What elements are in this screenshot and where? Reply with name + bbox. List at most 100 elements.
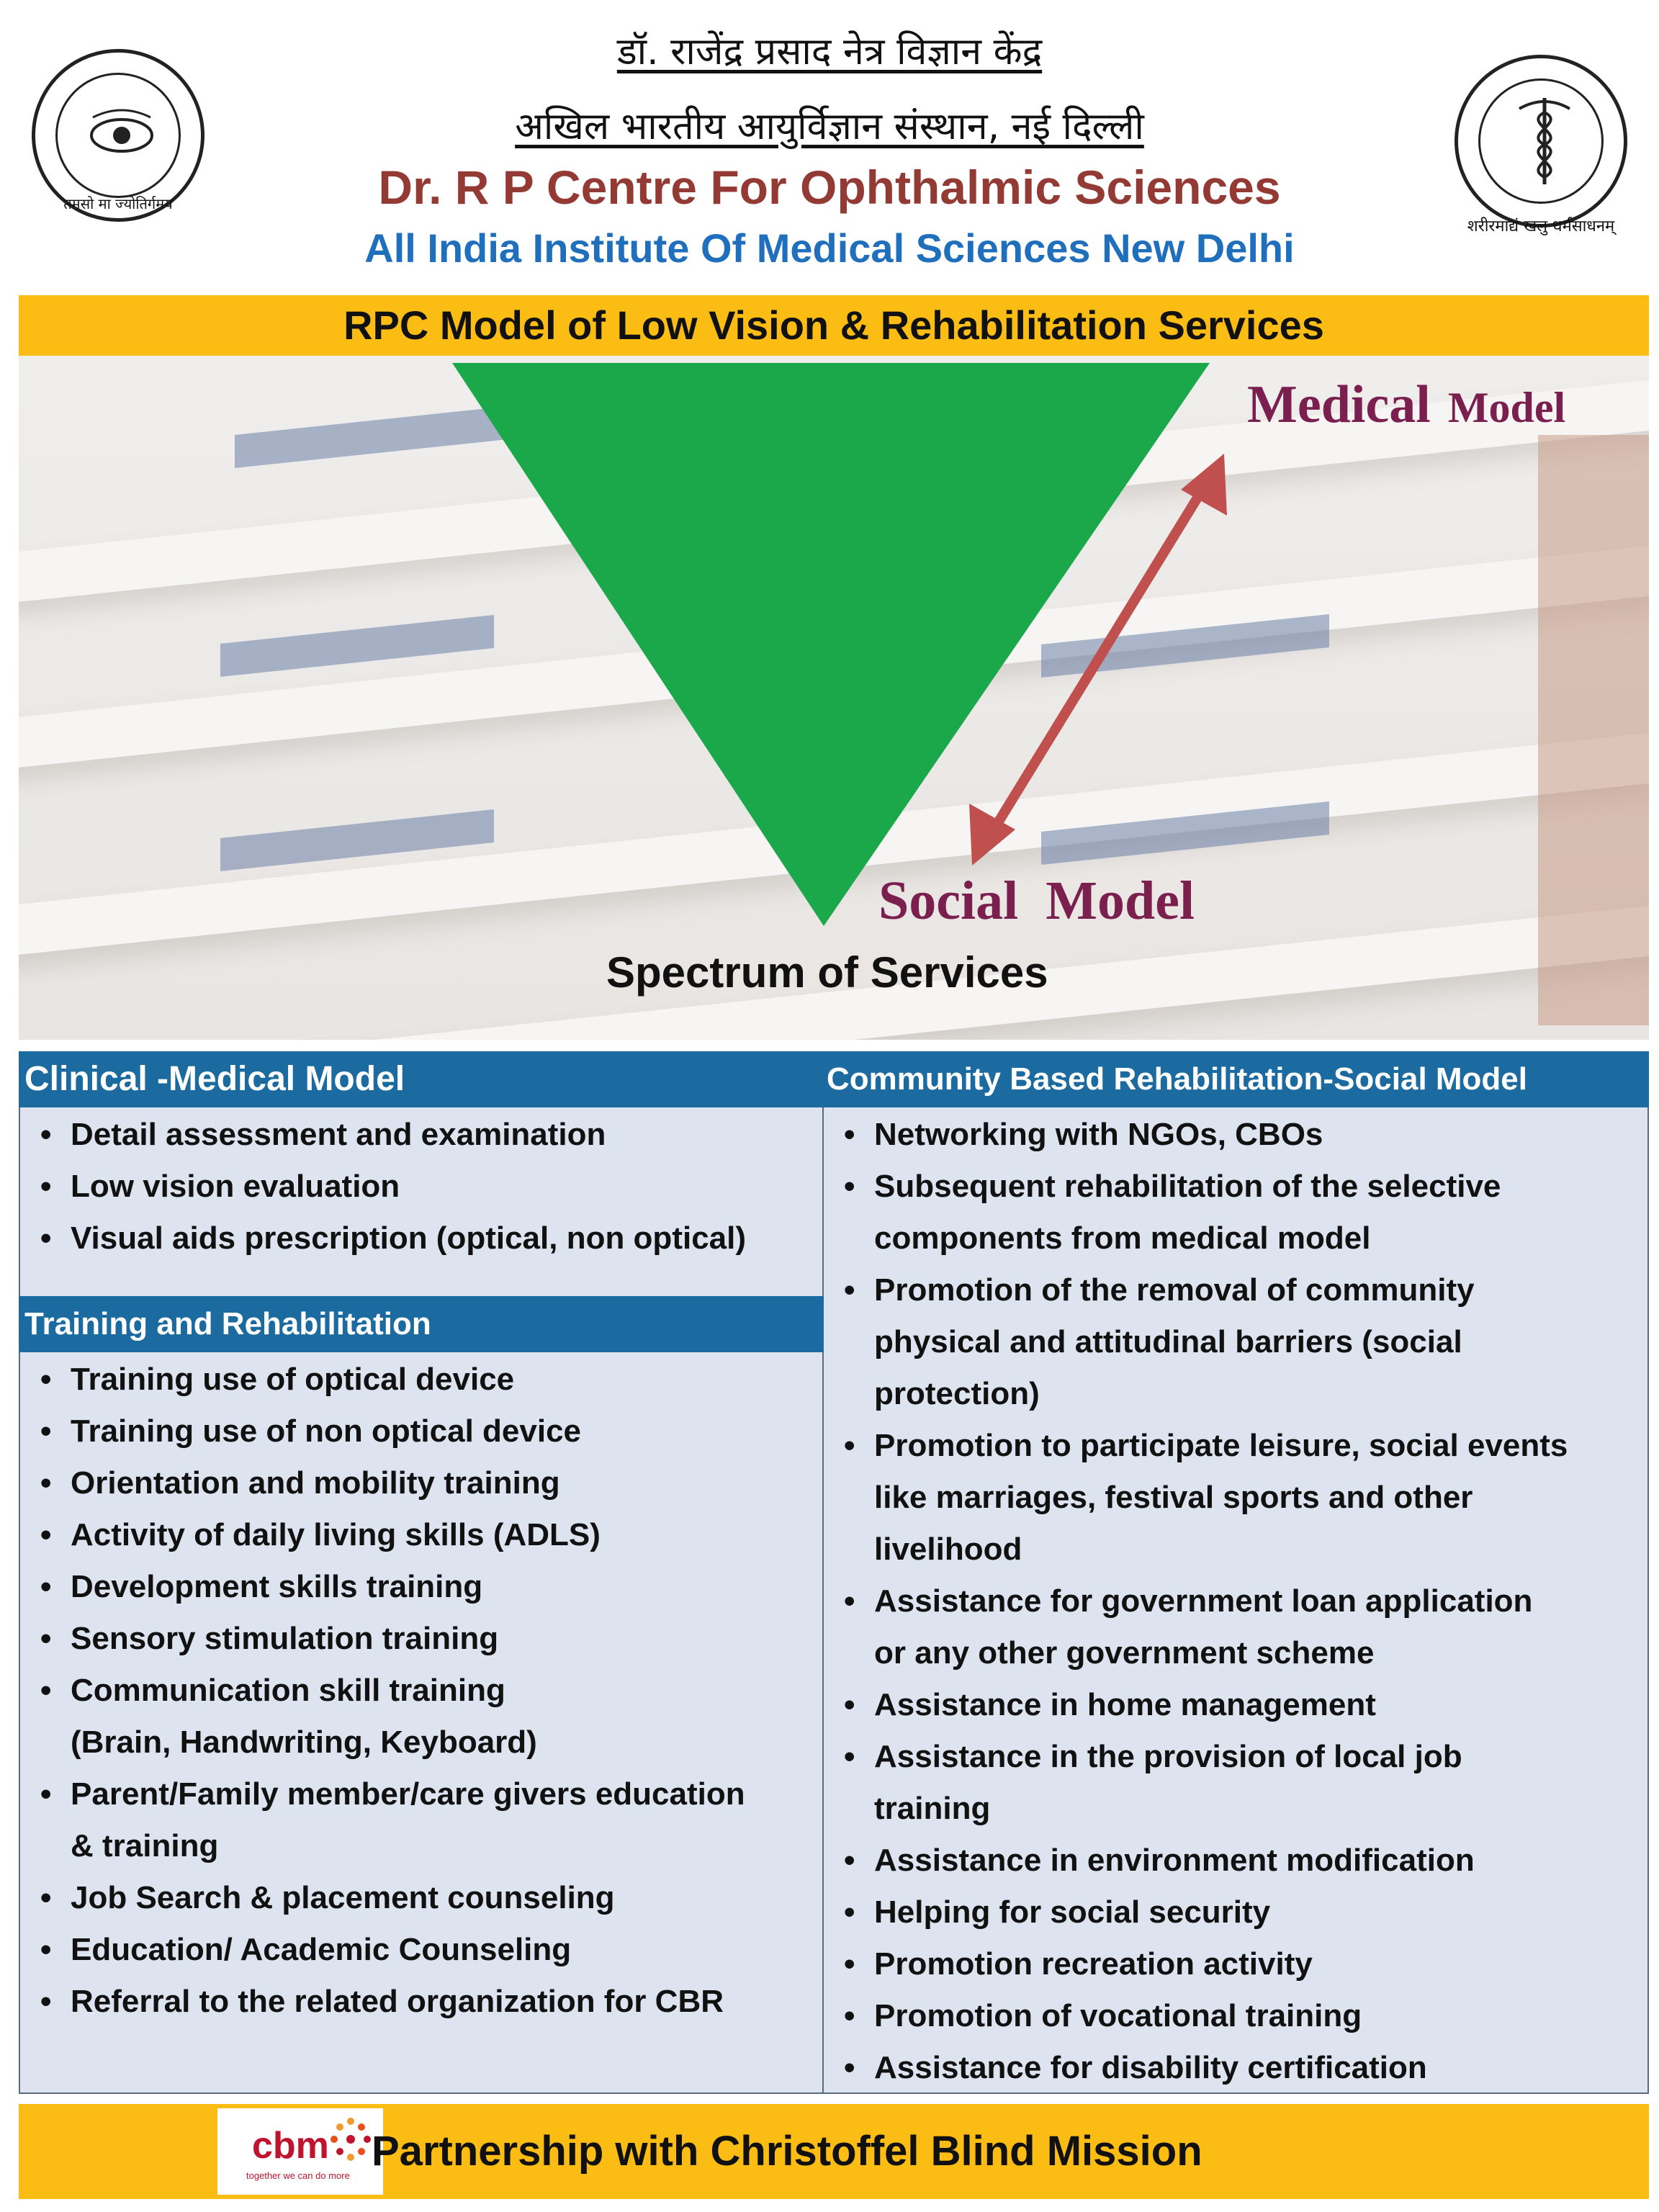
list-item-text: Job Search & placement counseling <box>71 1880 615 1915</box>
left-seal-motto: तमसो मा ज्योतिर्गमय <box>63 195 173 212</box>
bullet-icon: • <box>40 1169 52 1204</box>
list-item: protection) <box>822 1368 1649 1420</box>
list-item-text: Promotion of the removal of community <box>874 1272 1475 1308</box>
bullet-icon: • <box>40 1220 52 1256</box>
list-item: •Assistance in the provision of local jo… <box>822 1731 1649 1783</box>
list-item: • Referral to the related organization fo… <box>19 1976 824 2028</box>
bullet-icon: • <box>844 1739 855 1774</box>
list-item: physical and attitudinal barriers (socia… <box>822 1316 1649 1368</box>
list-item-text: Training use of optical device <box>71 1362 515 1397</box>
bullet-icon: • <box>40 1776 52 1812</box>
list-item-text: Training use of non optical device <box>71 1413 582 1449</box>
list-item: • Development skills training <box>19 1561 824 1613</box>
list-item-text: protection) <box>874 1376 1040 1411</box>
list-item: •Activity of daily living skills (ADLS) <box>19 1509 824 1561</box>
medical-model-label: Medical Model <box>1247 375 1566 434</box>
list-item-text: Assistance in home management <box>874 1687 1376 1722</box>
list-item-text: Promotion of vocational training <box>874 1998 1362 2033</box>
social-model-label: Social Model <box>878 871 1195 931</box>
list-item: • Detail assessment and examination <box>19 1109 824 1161</box>
bullet-icon: • <box>40 1880 52 1915</box>
bullet-icon: • <box>40 1984 52 2019</box>
list-item: • Assistance in home management <box>822 1679 1649 1731</box>
clinical-medical-list: • Detail assessment and examination • Low v… <box>19 1109 824 1264</box>
list-item-text: Low vision evaluation <box>71 1169 400 1204</box>
bullet-icon: • <box>844 1998 855 2033</box>
cbm-logo-tagline: together we can do more <box>246 2170 350 2181</box>
community-rehabilitation-header: Community Based Rehabilitation-Social Mo… <box>822 1051 1649 1107</box>
banner-title: RPC Model of Low Vision & Rehabilitation… <box>343 302 1324 348</box>
list-item-text: Detail assessment and examination <box>71 1117 606 1152</box>
training-rehabilitation-list: • Training use of optical device • Training… <box>19 1354 824 2028</box>
list-item-text: Development skills training <box>71 1569 483 1604</box>
list-item: • Promotion of vocational training <box>822 1990 1649 2042</box>
list-item: training <box>822 1783 1649 1835</box>
list-item: • Low vision evaluation <box>19 1161 824 1213</box>
list-item-text: Promotion recreation activity <box>874 1946 1313 1982</box>
title-banner: RPC Model of Low Vision & Rehabilitation… <box>19 295 1649 356</box>
list-item-text: Helping for social security <box>874 1894 1271 1930</box>
list-item: • Networking with NGOs, CBOs <box>822 1109 1649 1161</box>
bullet-icon: • <box>40 1932 52 1967</box>
cbm-logo-word: cbm <box>252 2125 329 2167</box>
bullet-icon: • <box>844 1687 855 1722</box>
list-item-text: Activity of daily living skills (ADLS) <box>71 1517 601 1552</box>
list-item-text: or any other government scheme <box>874 1635 1375 1671</box>
list-item: & training <box>19 1820 824 1872</box>
spectrum-label: Spectrum of Services <box>606 948 1048 997</box>
list-item: • Promotion recreation activity <box>822 1938 1649 1990</box>
list-item: • Training use of non optical device <box>19 1406 824 1457</box>
bullet-icon: • <box>40 1569 52 1604</box>
list-item: • Visual aids prescription (optical, non … <box>19 1213 824 1264</box>
caduceus-icon <box>1519 98 1570 184</box>
rpc-seal-logo: तमसो मा ज्योतिर्गमय <box>32 49 204 222</box>
bullet-icon: • <box>40 1465 52 1501</box>
bullet-icon: • <box>40 1673 52 1708</box>
bullet-icon: • <box>844 1428 855 1463</box>
list-item-text: & training <box>71 1828 219 1863</box>
list-item-text: components from medical model <box>874 1220 1371 1256</box>
list-item-text: livelihood <box>874 1532 1022 1567</box>
list-item-text: Parent/Family member/care givers educati… <box>71 1776 745 1812</box>
arrow-head-up-icon <box>1181 454 1227 516</box>
list-item: • Assistance for government loan applicat… <box>822 1575 1649 1627</box>
list-item-text: Subsequent rehabilitation of the selecti… <box>874 1169 1501 1204</box>
list-item: like marriages, festival sports and othe… <box>822 1472 1649 1524</box>
clinical-medical-header: Clinical -Medical Model <box>19 1051 824 1107</box>
list-item: • Sensory stimulation training <box>19 1613 824 1665</box>
aiims-seal-logo <box>1455 55 1627 228</box>
list-item: •Promotion to participate leisure, socia… <box>822 1420 1649 1472</box>
cbm-dots-icon <box>331 2118 371 2161</box>
page-title: Dr. R P Centre For Ophthalmic Sciences <box>378 161 1281 214</box>
list-item-text: Networking with NGOs, CBOs <box>874 1117 1323 1152</box>
bullet-icon: • <box>844 1117 855 1152</box>
bullet-icon: • <box>40 1413 52 1449</box>
list-item-text: Assistance for government loan applicati… <box>874 1583 1533 1619</box>
hindi-centre-name: डॉ. राजेंद्र प्रसाद नेत्र विज्ञान केंद्र <box>616 30 1043 73</box>
list-item: • Assistance for disability certification <box>822 2042 1649 2094</box>
community-rehabilitation-list: • Networking with NGOs, CBOs • Subsequent r… <box>822 1109 1649 2094</box>
list-item: • Training use of optical device <box>19 1354 824 1406</box>
page-subtitle: All India Institute Of Medical Sciences … <box>364 225 1295 271</box>
list-item-text: physical and attitudinal barriers (socia… <box>874 1324 1462 1359</box>
bullet-icon: • <box>844 1946 855 1982</box>
model-arrow-line <box>985 480 1211 840</box>
list-item-text: Education/ Academic Counseling <box>71 1932 572 1967</box>
list-item: •Orientation and mobility training <box>19 1457 824 1509</box>
bullet-icon: • <box>844 1169 855 1204</box>
bullet-icon: • <box>844 1583 855 1619</box>
bullet-icon: • <box>40 1362 52 1397</box>
list-item-text: Assistance for disability certification <box>874 2050 1427 2085</box>
list-item-text: Visual aids prescription (optical, non o… <box>71 1220 747 1256</box>
bullet-icon: • <box>844 1272 855 1308</box>
list-item: livelihood <box>822 1524 1649 1575</box>
service-spectrum-triangle <box>452 363 1210 926</box>
bullet-icon: • <box>40 1117 52 1152</box>
list-item-text: Sensory stimulation training <box>71 1621 499 1656</box>
list-item-text: Referral to the related organization for… <box>71 1984 724 2019</box>
list-item: (Brain, Handwriting, Keyboard) <box>19 1717 824 1768</box>
training-rehabilitation-header: Training and Rehabilitation <box>19 1296 824 1352</box>
bullet-icon: • <box>40 1621 52 1656</box>
bullet-icon: • <box>844 2050 855 2085</box>
list-item: components from medical model <box>822 1213 1649 1264</box>
